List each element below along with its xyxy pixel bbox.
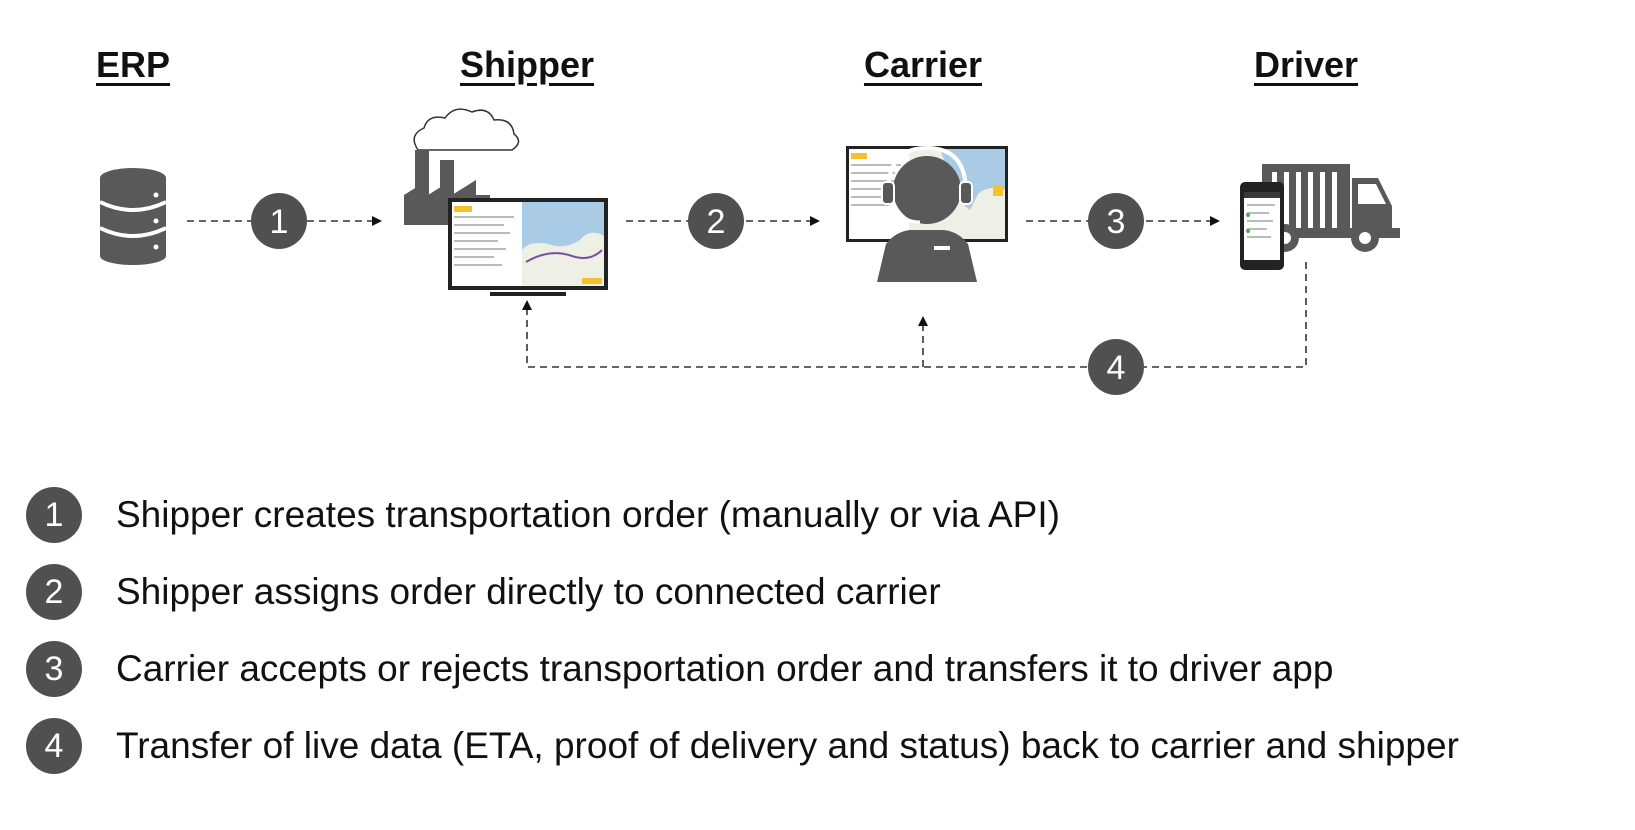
svg-text:3: 3: [1107, 203, 1126, 241]
step-badge-2: 2: [688, 193, 744, 249]
erp-header: ERP: [95, 44, 171, 85]
step-badge-4: 4: [1088, 339, 1144, 395]
step-badge-1: 1: [251, 193, 307, 249]
svg-text:1: 1: [270, 203, 289, 241]
dispatcher-with-headset-icon: [846, 145, 1008, 282]
factory-with-monitor-icon: [404, 108, 608, 296]
carrier-header: Carrier: [863, 44, 983, 85]
truck-with-phone-icon: [1240, 164, 1400, 270]
svg-text:4: 4: [1107, 349, 1126, 387]
step-badge-3: 3: [1088, 193, 1144, 249]
flow-lines: [187, 216, 1307, 368]
flow-arrow-4-shipper: [522, 262, 1307, 368]
shipper-header: Shipper: [459, 44, 595, 85]
database-icon: [99, 168, 167, 265]
driver-header: Driver: [1253, 44, 1359, 85]
svg-text:2: 2: [707, 203, 726, 241]
